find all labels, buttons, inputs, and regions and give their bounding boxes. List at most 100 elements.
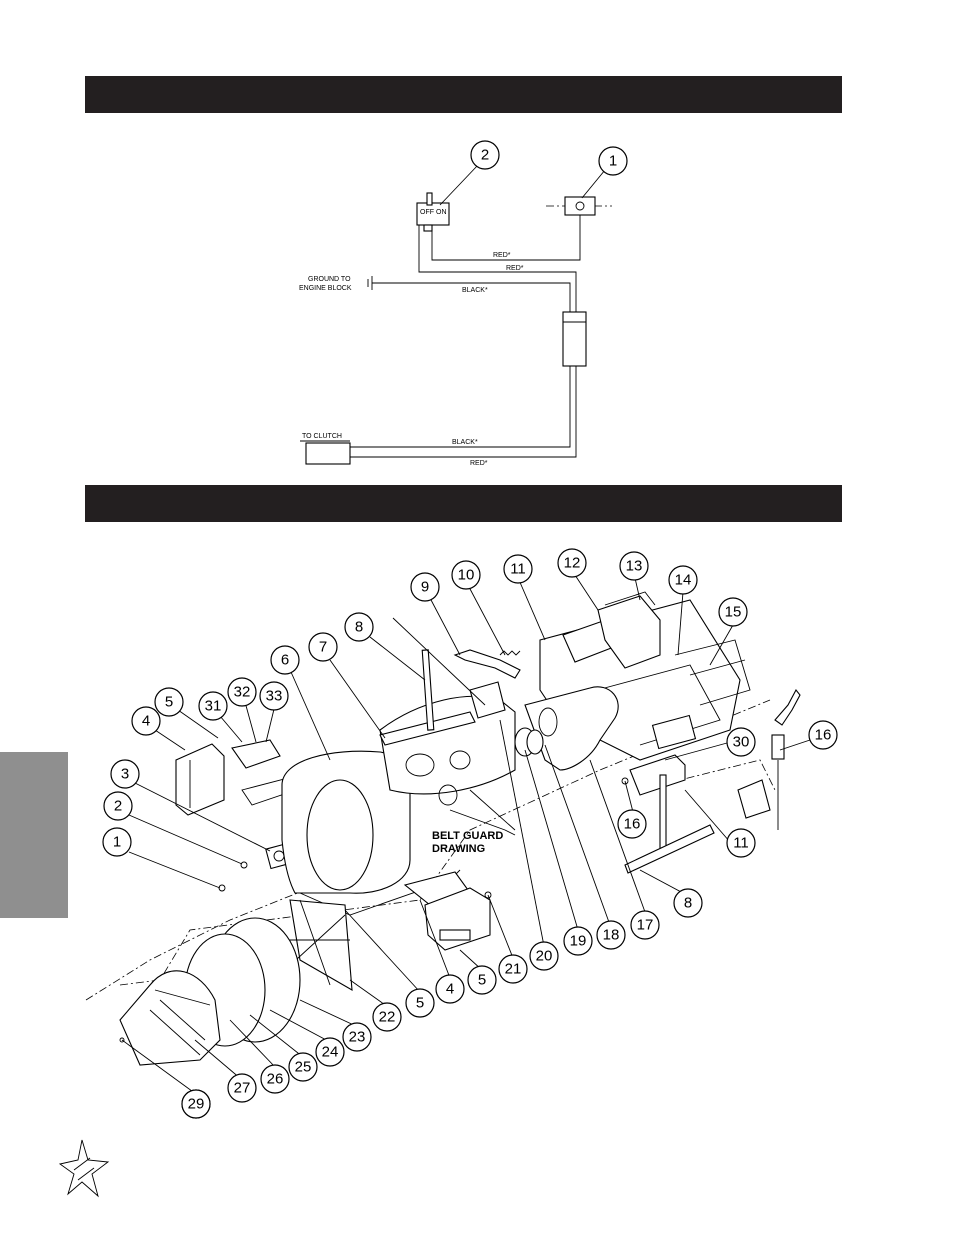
part-callout-19: 19: [563, 926, 593, 956]
part-callout-16: 16: [808, 720, 838, 750]
part-callout-4: 4: [435, 974, 465, 1004]
black-label-2: BLACK*: [452, 439, 478, 446]
rail-17: [624, 824, 715, 874]
part-callout-4: 4: [131, 706, 161, 736]
callout-circle: [557, 548, 587, 578]
wiring-diagram: OFF ON RED* RED* BLACK* GROUND TO ENGINE…: [299, 140, 628, 467]
wiring-callout-1: 1: [609, 153, 617, 170]
fuse-holder: [564, 196, 596, 216]
frame-block: [651, 714, 697, 750]
callout-number: 19: [570, 933, 587, 950]
switch-off-label: OFF: [420, 209, 434, 216]
part-callout-2: 2: [103, 791, 133, 821]
callout-number: 27: [234, 1080, 251, 1097]
callout-circle: [630, 910, 660, 940]
part-callout-24: 24: [315, 1037, 345, 1067]
toggle-switch: [416, 202, 450, 226]
callout-number: 9: [421, 579, 429, 596]
callout-circle: [410, 572, 440, 602]
bracket-8-right: [629, 754, 686, 796]
callout-circle: [342, 1022, 372, 1052]
fuse-icon: [575, 201, 585, 211]
part-callout-5: 5: [467, 965, 497, 995]
callout-circle: [227, 1073, 257, 1103]
part-callout-18: 18: [596, 920, 626, 950]
throttle-30: [774, 689, 801, 726]
callout-circle: [372, 1002, 402, 1032]
callout-number: 5: [478, 972, 486, 989]
callout-circle: [668, 565, 698, 595]
callout-number: 16: [815, 727, 832, 744]
callout-circle: [154, 687, 184, 717]
belt-guard-note-line1: BELT GUARD: [432, 830, 503, 842]
upright-8: [421, 649, 435, 731]
part-callout-11: 11: [503, 554, 533, 584]
bracket-9: [469, 681, 506, 719]
part-callout-14: 14: [668, 565, 698, 595]
callout-circle: [405, 988, 435, 1018]
red-label-2: RED*: [506, 265, 524, 272]
callout-circle: [288, 1052, 318, 1082]
part-callout-17: 17: [630, 910, 660, 940]
engine-head: [597, 595, 661, 669]
callout-number: 12: [564, 555, 581, 572]
mount-plate: [231, 739, 281, 769]
part-callout-11: 11: [726, 828, 756, 858]
part-callout-32: 32: [227, 677, 257, 707]
belt-housing-18: [524, 686, 619, 771]
callout-number: 10: [458, 567, 475, 584]
part-callout-9: 9: [410, 572, 440, 602]
callout-number: 30: [733, 734, 750, 751]
handle-10: [453, 649, 521, 679]
part-callout-25: 25: [288, 1052, 318, 1082]
wire-connector: [562, 311, 587, 367]
callout-circle: [529, 941, 559, 971]
wiring-callout-circle: [470, 140, 500, 170]
callout-number: 11: [733, 835, 749, 852]
callout-circle: [344, 612, 374, 642]
callout-circle: [726, 828, 756, 858]
callout-number: 15: [725, 604, 742, 621]
callout-number: 29: [188, 1096, 205, 1113]
callout-circle: [503, 554, 533, 584]
callout-circle: [435, 974, 465, 1004]
clutch-box: [305, 442, 351, 465]
part-callout-12: 12: [557, 548, 587, 578]
callout-number: 23: [349, 1029, 366, 1046]
callout-number: 26: [267, 1071, 284, 1088]
callout-circle: [270, 645, 300, 675]
part-callout-5: 5: [405, 988, 435, 1018]
part-callout-13: 13: [619, 551, 649, 581]
star-logo-icon: [58, 1139, 110, 1198]
part-callout-27: 27: [227, 1073, 257, 1103]
callout-number: 25: [295, 1059, 312, 1076]
part-callout-29: 29: [181, 1089, 211, 1119]
callout-number: 6: [281, 652, 289, 669]
callout-number: 31: [205, 698, 222, 715]
callout-number: 16: [624, 816, 641, 833]
callout-number: 2: [114, 798, 122, 815]
red-label-1: RED*: [493, 252, 511, 259]
part-callout-5: 5: [154, 687, 184, 717]
callout-number: 13: [626, 558, 643, 575]
part-callout-8: 8: [673, 888, 703, 918]
callout-circle: [308, 632, 338, 662]
callout-circle: [198, 691, 228, 721]
part-callout-10: 10: [451, 560, 481, 590]
callout-circle: [617, 809, 647, 839]
upright-17: [659, 774, 667, 856]
part-callout-33: 33: [259, 681, 289, 711]
toggle-lever: [426, 192, 433, 206]
to-clutch-label: TO CLUTCH: [302, 433, 342, 440]
red-label-3: RED*: [470, 460, 488, 467]
callout-number: 4: [446, 981, 454, 998]
callout-number: 8: [684, 895, 692, 912]
part-callout-23: 23: [342, 1022, 372, 1052]
section-header-bar-parts: [85, 485, 842, 522]
wiring-callout-2: 2: [481, 147, 489, 164]
callout-number: 5: [416, 995, 424, 1012]
black-wire-ground: [372, 282, 571, 312]
part-callout-26: 26: [260, 1064, 290, 1094]
